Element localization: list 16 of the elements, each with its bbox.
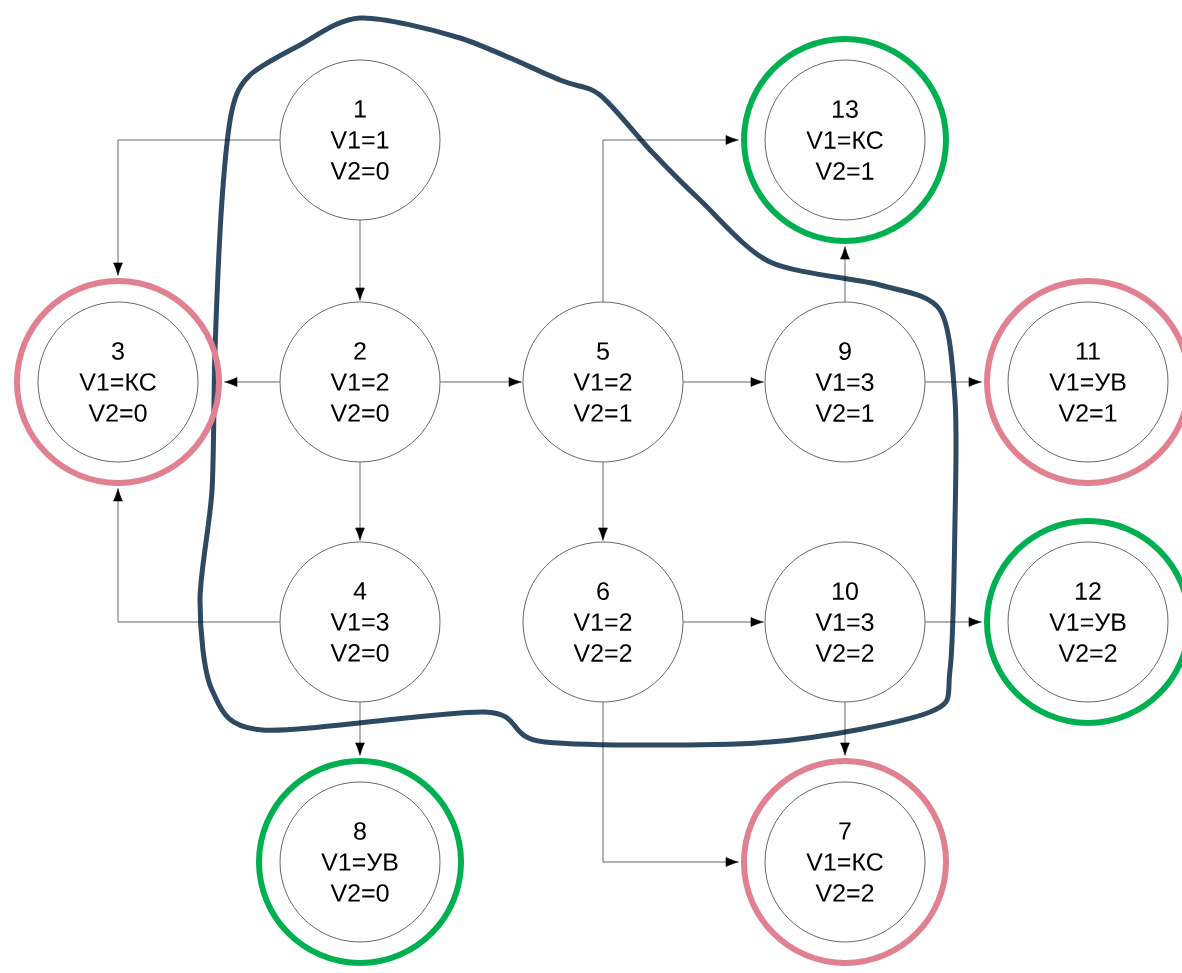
arrow [224, 377, 280, 387]
arrow [113, 139, 280, 276]
arrow [355, 220, 365, 301]
arrow [355, 462, 365, 541]
arrow [925, 377, 982, 387]
arrow [925, 617, 982, 627]
arrow [602, 135, 739, 302]
arrow [440, 377, 522, 387]
arrow [683, 617, 764, 627]
arrow [840, 702, 850, 756]
arrow [683, 377, 764, 387]
arrow [355, 702, 365, 756]
arrow [840, 246, 850, 302]
arrow [602, 702, 739, 867]
arrow [598, 462, 608, 541]
arrow [113, 488, 280, 623]
